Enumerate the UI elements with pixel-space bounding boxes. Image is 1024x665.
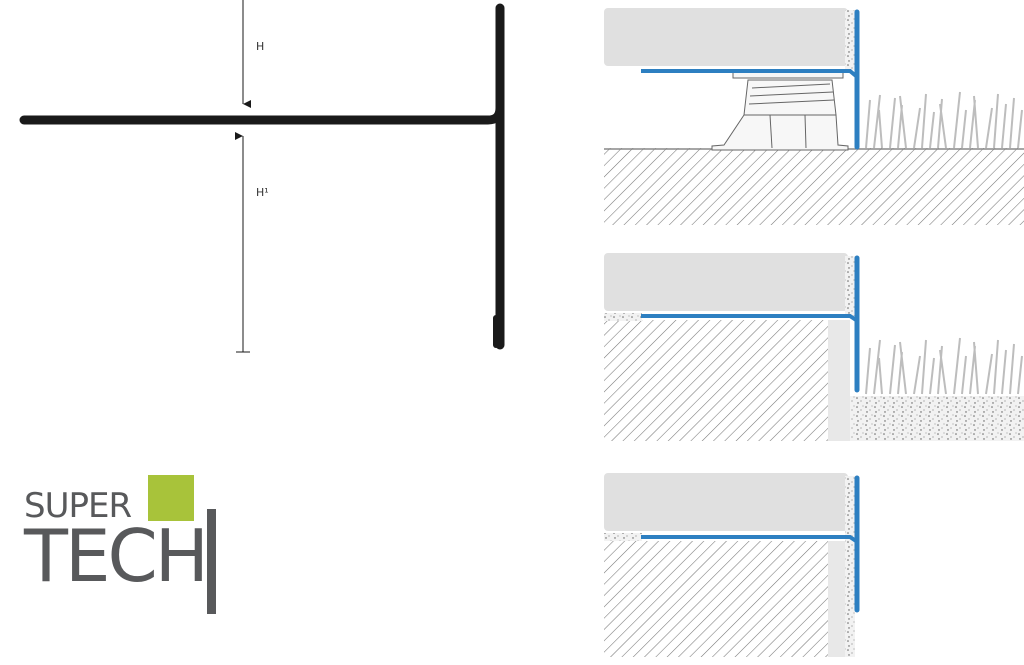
- profile-shape: [19, 3, 505, 350]
- section-pedestal-grass: [604, 8, 1024, 225]
- dimension-label-h1: H¹: [256, 186, 269, 199]
- logo-vertical-bar: [207, 509, 216, 614]
- logo-green-square: [148, 475, 194, 521]
- dimension-lines: [235, 0, 251, 353]
- logo-text-tech: TECH: [24, 514, 209, 598]
- section-screed-grass: [604, 253, 1024, 441]
- concrete-base: [604, 148, 1024, 225]
- grass-icon: [865, 91, 1023, 149]
- logo-text-super: SUPER: [24, 486, 132, 526]
- tile-slab: [604, 8, 848, 66]
- section-screed-edge: [604, 473, 860, 657]
- pedestal-icon: [711, 71, 849, 151]
- dimension-label-h: H: [256, 40, 265, 53]
- supertech-logo: SUPER TECH: [24, 472, 224, 617]
